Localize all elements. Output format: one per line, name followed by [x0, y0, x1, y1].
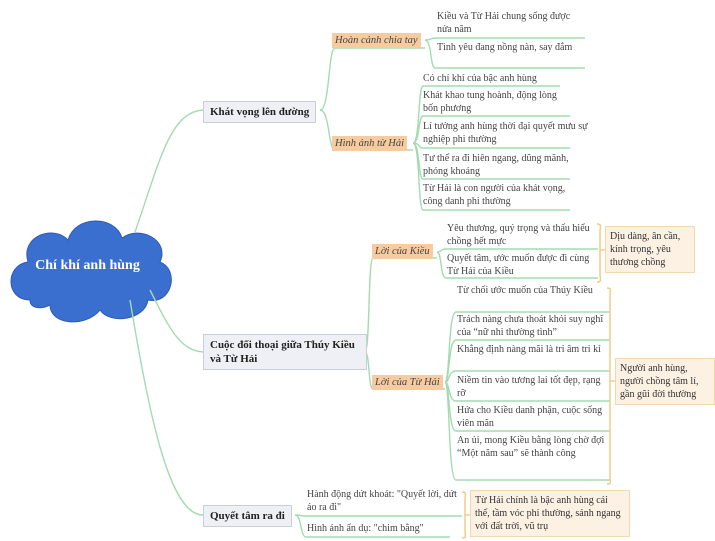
summary-quyet-tam: Từ Hải chính là bậc anh hùng cái thế, tầ… — [470, 490, 630, 537]
leaf: Quyết tâm, ước muốn được đi cùng Từ Hải … — [447, 253, 590, 277]
root-cloud — [10, 220, 172, 323]
leaf: Niềm tin vào tương lai tốt đẹp, rạng rỡ — [457, 375, 601, 399]
leaf: Khát khao tung hoành, động lòng bốn phươ… — [423, 90, 557, 114]
leaf: Từ Hải là con người của khát vọng, công … — [423, 183, 566, 207]
leaf: Từ chối ước muốn của Thúy Kiều — [457, 285, 593, 296]
leaf: Yêu thương, quý trọng và thấu hiểu chồng… — [447, 223, 590, 247]
leaf: Hành động dứt khoát: "Quyết lời, dứt áo … — [307, 489, 457, 513]
leaf: An ủi, mong Kiều bằng lòng chờ đợi “Một … — [457, 435, 605, 459]
leaf: Hình ảnh ẩn dụ: "chim bằng" — [307, 523, 424, 534]
leaf: Có chí khí của bậc anh hùng — [423, 73, 537, 84]
group-hinh-anh[interactable]: Hình ảnh từ Hải — [332, 136, 408, 151]
group-loi-kieu[interactable]: Lời của Kiều — [372, 244, 433, 259]
leaf: Trách nàng chưa thoát khỏi suy nghĩ của … — [457, 314, 604, 338]
root-title: Chí khí anh hùng — [35, 258, 140, 273]
summary-kieu: Dịu dàng, ân cần, kính trọng, yêu thương… — [605, 226, 695, 273]
leaf: Tình yêu đang nồng nàn, say đắm — [437, 42, 573, 53]
leaf: Tư thế ra đi hiên ngang, dũng mãnh, phón… — [423, 153, 569, 177]
branch-quyet-tam[interactable]: Quyết tâm ra đi — [203, 505, 292, 527]
group-loi-tu-hai[interactable]: Lời của Từ Hải — [372, 375, 443, 390]
group-hoan-canh[interactable]: Hoàn cảnh chia tay — [332, 33, 421, 48]
leaf: Kiều và Từ Hải chung sống được nửa năm — [437, 11, 571, 35]
leaf: Lí tưởng anh hùng thời đại quyết mưu sự … — [423, 121, 588, 145]
branch-doi-thoai[interactable]: Cuộc đối thoại giữa Thúy Kiều và Từ Hải — [203, 334, 367, 370]
leaf: Khẳng định nàng mãi là tri âm tri kỉ — [457, 344, 601, 355]
branch-khat-vong[interactable]: Khát vọng lên đường — [203, 101, 317, 123]
leaf: Hứa cho Kiều danh phận, cuộc sống viên m… — [457, 405, 603, 429]
summary-tu-hai: Người anh hùng, người chồng tâm lí, gần … — [615, 358, 715, 405]
